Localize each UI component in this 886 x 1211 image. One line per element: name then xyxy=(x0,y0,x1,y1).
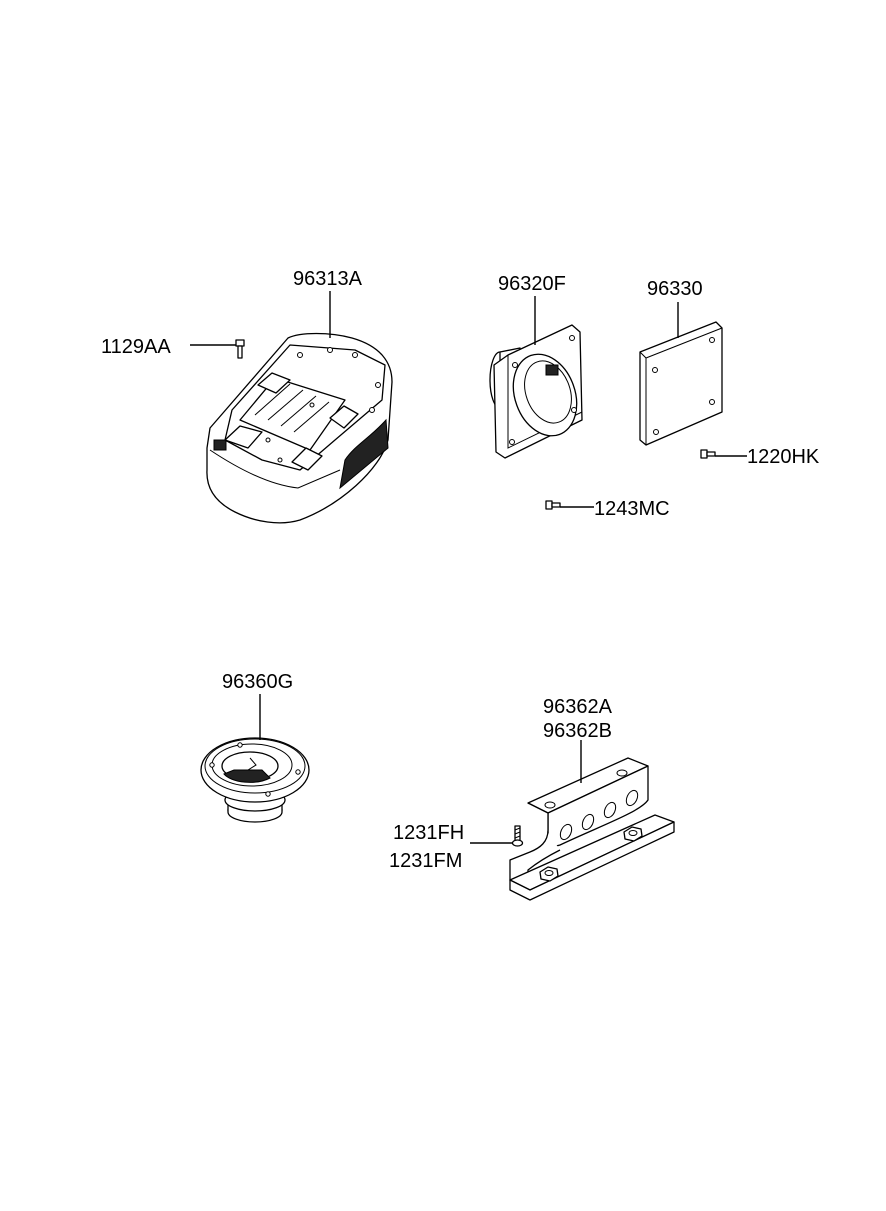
subwoofer-enclosure xyxy=(206,332,393,524)
label-1129AA: 1129AA xyxy=(101,336,171,358)
speaker-96320F xyxy=(489,324,583,459)
label-1231FH: 1231FH xyxy=(393,822,464,844)
label-1243MC: 1243MC xyxy=(594,498,670,520)
screw-1129AA xyxy=(190,339,245,359)
label-96330: 96330 xyxy=(647,278,703,300)
label-96362A: 96362A xyxy=(543,696,613,718)
round-speaker-96360G xyxy=(200,737,310,823)
label-96362B: 96362B xyxy=(543,720,612,742)
label-96360G: 96360G xyxy=(222,671,293,693)
label-96320F: 96320F xyxy=(498,273,566,295)
bracket-96362 xyxy=(509,757,675,901)
bolt-1231FH xyxy=(470,825,524,847)
label-1220HK: 1220HK xyxy=(747,446,820,468)
label-96313A: 96313A xyxy=(293,268,363,290)
cover-plate-96330 xyxy=(639,321,723,446)
screw-1243MC xyxy=(545,500,594,510)
screw-1220HK xyxy=(700,449,747,459)
label-1231FM: 1231FM xyxy=(389,850,462,872)
